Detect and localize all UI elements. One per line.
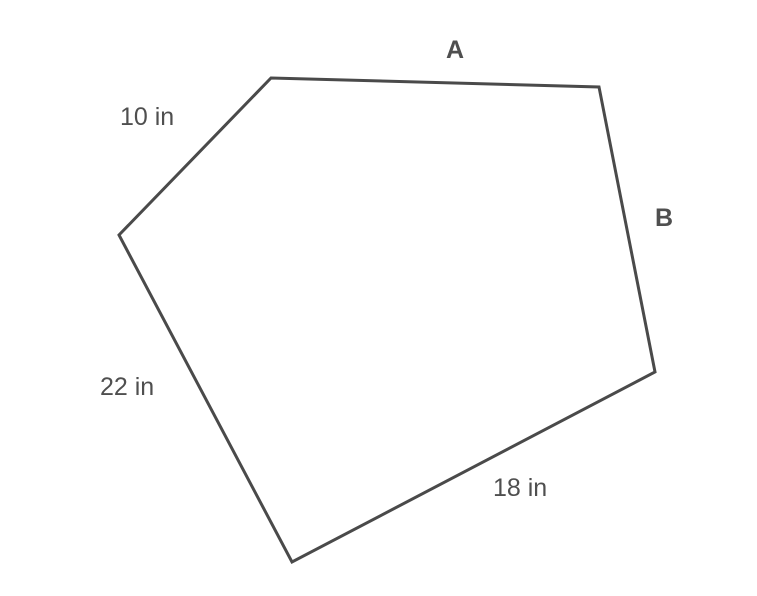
pentagon-shape [117, 76, 657, 565]
side-label-a: A [446, 36, 464, 64]
side-label-10-in: 10 in [120, 103, 174, 131]
side-label-b: B [655, 204, 673, 232]
side-label-18-in: 18 in [493, 474, 547, 502]
side-label-22-in: 22 in [100, 373, 154, 401]
